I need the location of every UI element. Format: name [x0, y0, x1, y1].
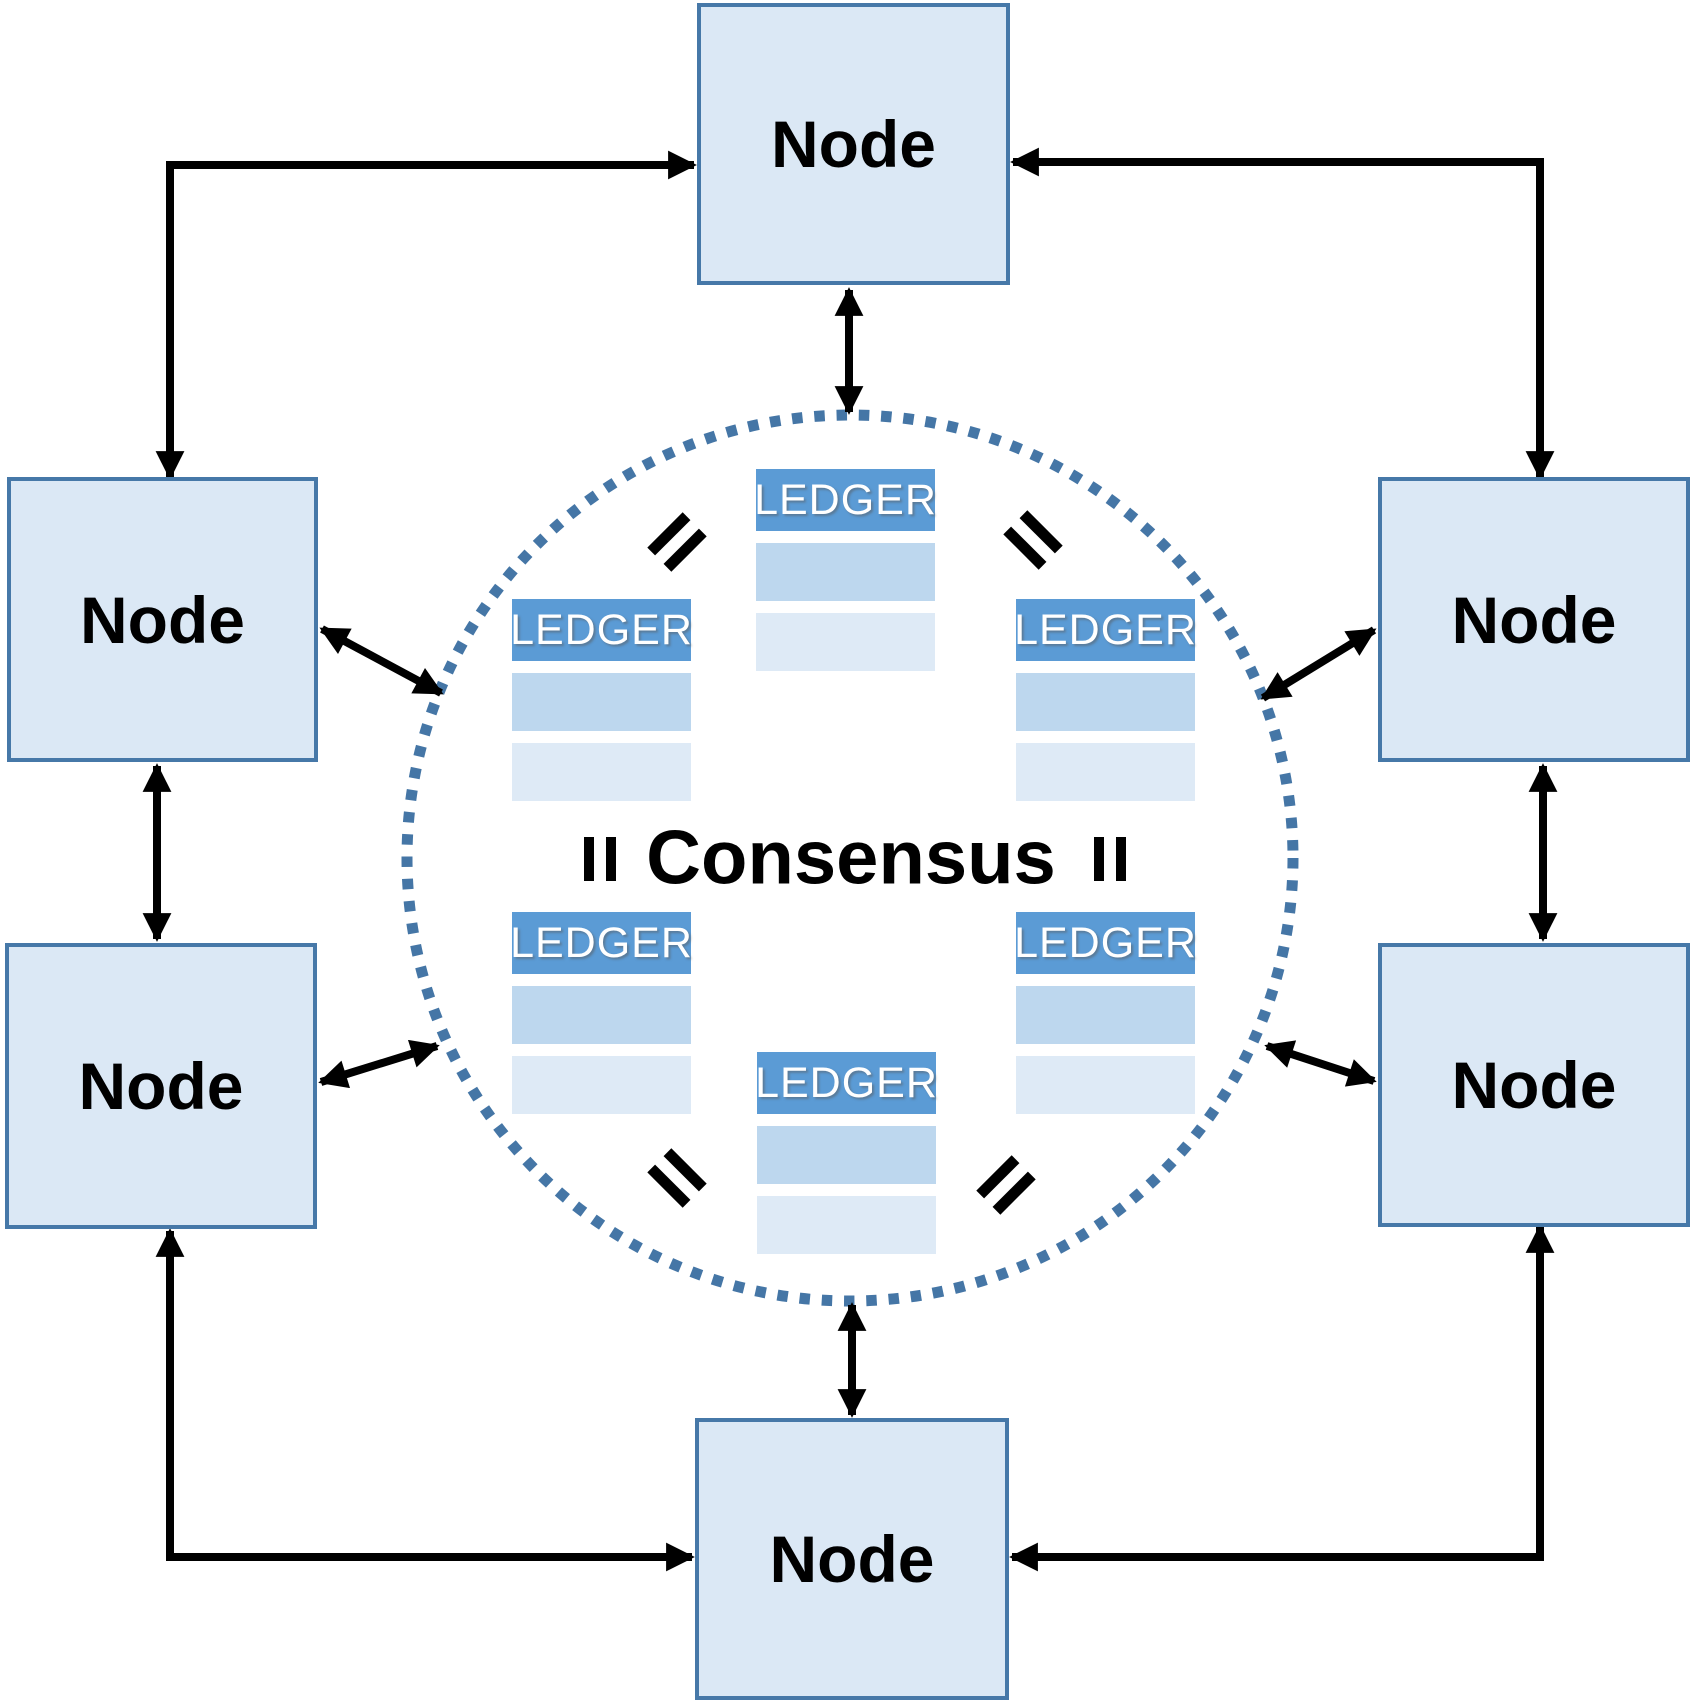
equals-bar: [1094, 837, 1104, 881]
node-label: Node: [771, 107, 936, 181]
equals-bar: [1116, 837, 1126, 881]
arrow-left-upper-node-to-circle: [319, 625, 444, 697]
ledger-header: LEDGER: [510, 599, 692, 661]
ledger-row: [512, 743, 691, 801]
equals-icon-mid-left: [584, 837, 616, 881]
arrow-left-lower-node-to-circle: [318, 1039, 440, 1089]
ledger-header: LEDGER: [1014, 599, 1196, 661]
ledger-header: LEDGER: [510, 912, 692, 974]
ledger-right-upper: LEDGER: [1014, 599, 1196, 801]
ledger-row: [1016, 986, 1195, 1044]
node-box-top: Node: [697, 3, 1010, 285]
ledger-row: [512, 673, 691, 731]
ledger-left-lower: LEDGER: [510, 912, 692, 1114]
ledger-header: LEDGER: [1014, 912, 1196, 974]
node-label: Node: [1451, 1048, 1617, 1122]
node-label: Node: [80, 582, 245, 657]
ledger-top-center: LEDGER: [754, 469, 936, 671]
equals-bar: [584, 837, 594, 881]
node-label: Node: [78, 1049, 244, 1123]
ledger-row: [512, 986, 691, 1044]
arrow-left-lower-to-bottom-node: [155, 1228, 695, 1572]
ledger-row: [757, 1196, 936, 1254]
node-box-left-lower: Node: [5, 943, 317, 1229]
ledger-row: [756, 613, 935, 671]
ledger-header: LEDGER: [754, 469, 936, 531]
ledger-row: [1016, 743, 1195, 801]
arrow-right-lower-node-to-circle: [1264, 1040, 1377, 1087]
consensus-dotted-circle: [401, 409, 1299, 1307]
node-box-left-upper: Node: [7, 477, 318, 762]
ledger-bottom-center: LEDGER: [755, 1052, 937, 1254]
ledger-row: [1016, 1056, 1195, 1114]
ledger-right-lower: LEDGER: [1014, 912, 1196, 1114]
ledger-row: [512, 1056, 691, 1114]
consensus-label: Consensus: [646, 815, 1056, 901]
arrow-left-upper-to-top-node: [155, 150, 697, 480]
arrow-right-upper-node-to-circle: [1260, 626, 1377, 702]
node-box-bottom: Node: [695, 1418, 1009, 1700]
node-label: Node: [769, 1522, 935, 1596]
node-box-right-lower: Node: [1378, 943, 1690, 1227]
node-box-right-upper: Node: [1378, 477, 1690, 762]
ledger-row: [756, 543, 935, 601]
arrow-right-lower-to-bottom-node: [1009, 1224, 1555, 1572]
ledger-row: [757, 1126, 936, 1184]
node-label: Node: [1451, 582, 1617, 657]
equals-icon-mid-right: [1094, 837, 1126, 881]
equals-bar: [606, 837, 616, 881]
ledger-row: [1016, 673, 1195, 731]
arrow-right-upper-to-top-node: [1010, 147, 1555, 480]
ledger-left-upper: LEDGER: [510, 599, 692, 801]
ledger-header: LEDGER: [755, 1052, 937, 1114]
